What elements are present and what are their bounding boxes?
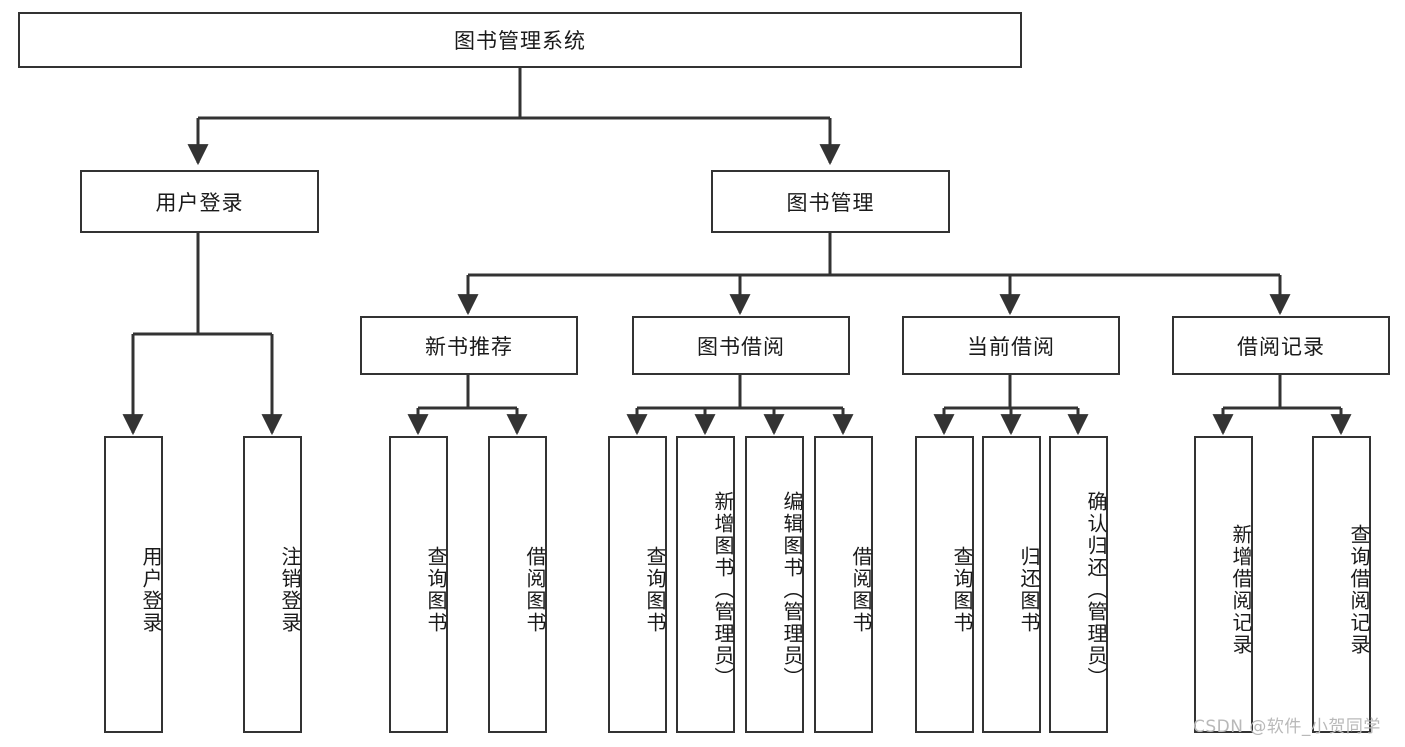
leaf-user-logout[interactable]: 注销登录: [243, 436, 302, 733]
leaf-cur-confirm-return[interactable]: 确认归还（管理员）: [1049, 436, 1108, 733]
node-book-manage[interactable]: 图书管理: [711, 170, 950, 233]
node-new-book-rec-label: 新书推荐: [425, 334, 513, 359]
leaf-cur-query-book-label: 查询图书: [950, 545, 974, 634]
leaf-rec-query-book[interactable]: 查询图书: [389, 436, 448, 733]
node-book-manage-label: 图书管理: [786, 190, 875, 215]
leaf-cur-confirm-return-label: 确认归还（管理员）: [1084, 490, 1108, 689]
node-book-borrow-label: 图书借阅: [697, 334, 785, 359]
leaf-rec-borrow-book[interactable]: 借阅图书: [488, 436, 547, 733]
leaf-borrow-query-book-label: 查询图书: [643, 545, 667, 634]
leaf-borrow-edit-book-label: 编辑图书（管理员）: [780, 490, 804, 689]
leaf-user-login-label: 用户登录: [139, 545, 163, 634]
node-root-label: 图书管理系统: [454, 29, 586, 53]
node-root[interactable]: 图书管理系统: [18, 12, 1022, 68]
leaf-borrow-borrow-book-label: 借阅图书: [849, 545, 873, 634]
leaf-user-logout-label: 注销登录: [278, 545, 302, 634]
leaf-cur-return-book-label: 归还图书: [1017, 545, 1041, 634]
leaf-user-login[interactable]: 用户登录: [104, 436, 163, 733]
leaf-rec-query-record-label: 查询借阅记录: [1347, 523, 1371, 656]
leaf-cur-return-book[interactable]: 归还图书: [982, 436, 1041, 733]
leaf-rec-query-book-label: 查询图书: [424, 545, 448, 634]
leaf-borrow-query-book[interactable]: 查询图书: [608, 436, 667, 733]
csdn-watermark: CSDN @软件_小贺同学: [1193, 717, 1381, 737]
leaf-borrow-add-book[interactable]: 新增图书（管理员）: [676, 436, 735, 733]
node-new-book-rec[interactable]: 新书推荐: [360, 316, 578, 375]
leaf-rec-borrow-book-label: 借阅图书: [523, 545, 547, 634]
node-borrow-record-label: 借阅记录: [1237, 334, 1325, 359]
node-current-borrow[interactable]: 当前借阅: [902, 316, 1120, 375]
leaf-cur-query-book[interactable]: 查询图书: [915, 436, 974, 733]
node-borrow-record[interactable]: 借阅记录: [1172, 316, 1390, 375]
leaf-borrow-add-book-label: 新增图书（管理员）: [711, 490, 735, 689]
node-user-login-label: 用户登录: [155, 190, 244, 215]
node-book-borrow[interactable]: 图书借阅: [632, 316, 850, 375]
leaf-borrow-borrow-book[interactable]: 借阅图书: [814, 436, 873, 733]
leaf-borrow-edit-book[interactable]: 编辑图书（管理员）: [745, 436, 804, 733]
leaf-rec-query-record[interactable]: 查询借阅记录: [1312, 436, 1371, 733]
node-current-borrow-label: 当前借阅: [967, 334, 1055, 359]
leaf-rec-add-record-label: 新增借阅记录: [1229, 523, 1253, 656]
leaf-rec-add-record[interactable]: 新增借阅记录: [1194, 436, 1253, 733]
node-user-login[interactable]: 用户登录: [80, 170, 319, 233]
